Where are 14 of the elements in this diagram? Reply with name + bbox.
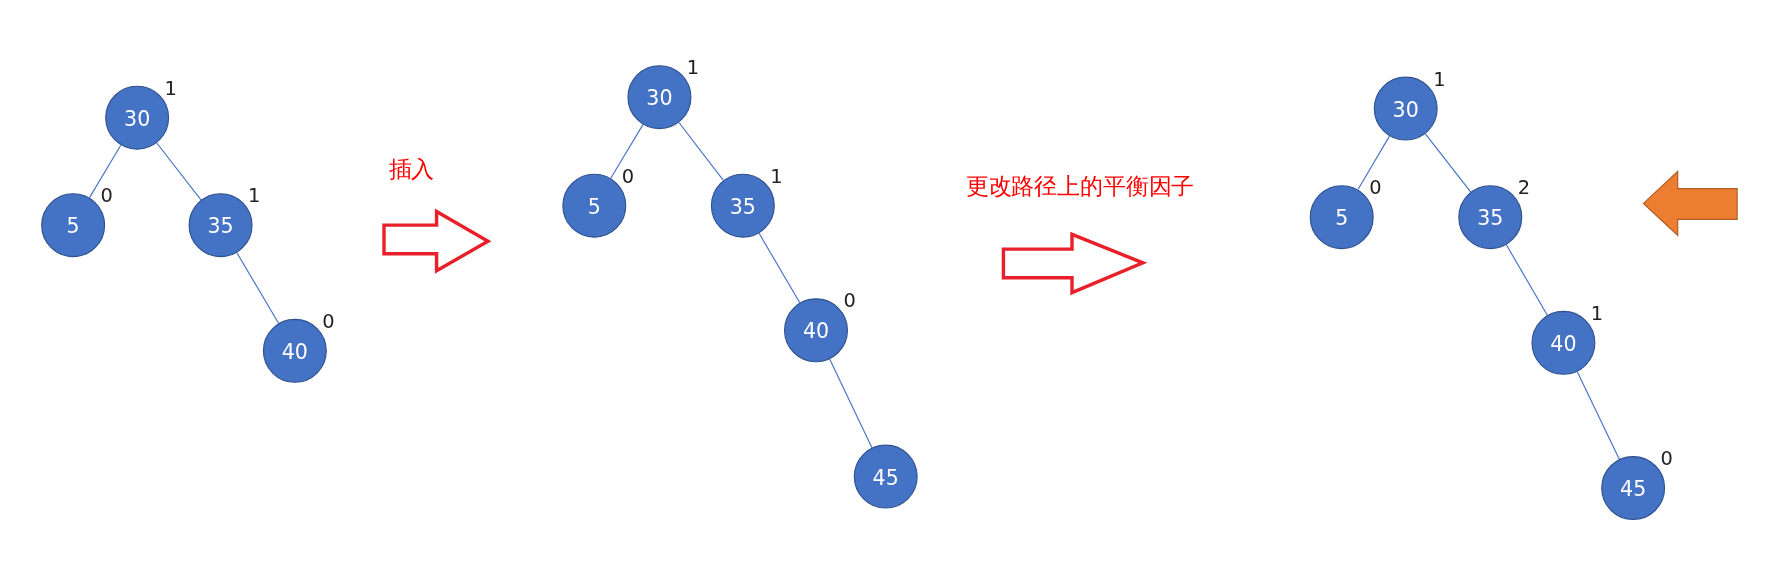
tree-edge-line [610,124,644,179]
tree-edge-line [678,121,724,181]
tree-edge-line [1424,133,1472,193]
tree-edge-line [1576,371,1620,460]
tree-edge-line [1357,135,1391,191]
tree-edge-line [156,142,202,201]
step-caption: 插入 [388,157,435,181]
tree-node-circle: 45 [853,444,918,509]
step-caption: 更改路径上的平衡因子 [965,174,1195,198]
tree-edge-line [88,144,122,199]
tree-edge-line [758,232,801,304]
tree-edge-line [1505,244,1548,316]
tree-edge-line [236,252,280,324]
tree-edge-line [829,358,873,449]
